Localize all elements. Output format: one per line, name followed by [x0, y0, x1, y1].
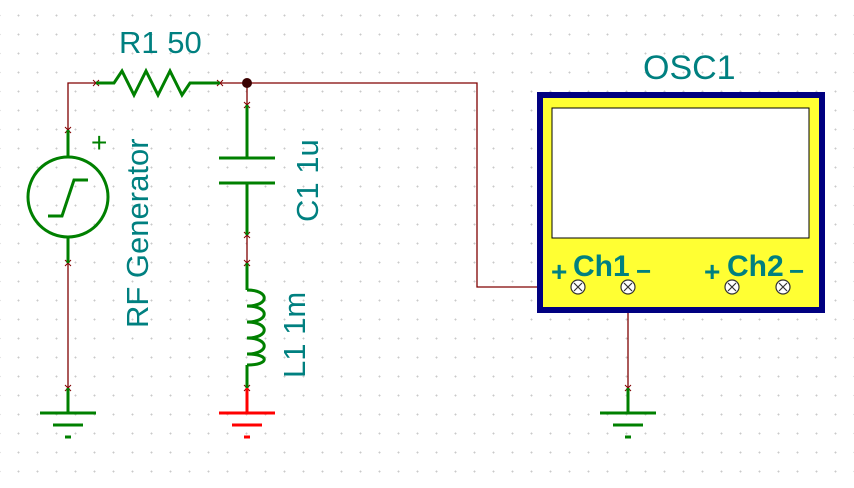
- rf-generator[interactable]: +: [26, 127, 110, 263]
- capacitor-label: C1 1u: [290, 139, 325, 222]
- oscilloscope-osc1[interactable]: OSC1 + Ch1 − + Ch2 −: [537, 49, 825, 313]
- ch2-minus-sign: −: [789, 256, 804, 286]
- oscilloscope-screen: [551, 107, 810, 239]
- ch2-plus-sign: +: [704, 256, 720, 287]
- inductor-l1[interactable]: [245, 263, 266, 388]
- ch2-label: Ch2: [727, 250, 784, 283]
- inductor-label: L1 1m: [277, 292, 312, 378]
- generator-waveform-icon: [48, 178, 88, 218]
- junction-node[interactable]: [242, 78, 252, 88]
- ch2-plus-terminal[interactable]: [724, 279, 740, 295]
- resistor-symbol: [96, 67, 220, 99]
- ground-generator[interactable]: [40, 388, 96, 439]
- resistor-label: R1 50: [119, 25, 202, 60]
- ch1-minus-sign: −: [636, 256, 651, 286]
- ground-inductor[interactable]: [219, 388, 275, 439]
- ch2-minus-terminal[interactable]: [775, 279, 791, 295]
- resistor-r1[interactable]: R1 50: [96, 25, 220, 99]
- generator-polarity-plus: +: [91, 127, 107, 158]
- wire-gen-to-r1[interactable]: [67, 82, 96, 130]
- oscilloscope-label: OSC1: [643, 49, 736, 87]
- generator-label: RF Generator: [120, 138, 155, 328]
- capacitor-c1[interactable]: [219, 105, 275, 235]
- ch1-plus-sign: +: [551, 256, 567, 287]
- ch1-minus-terminal[interactable]: [620, 279, 636, 295]
- ch1-plus-terminal[interactable]: [570, 279, 586, 295]
- wire-node-to-osc-ch1[interactable]: [247, 82, 578, 288]
- ground-oscilloscope[interactable]: [600, 388, 656, 439]
- inductor-coil: [246, 288, 266, 367]
- ch1-label: Ch1: [573, 250, 630, 283]
